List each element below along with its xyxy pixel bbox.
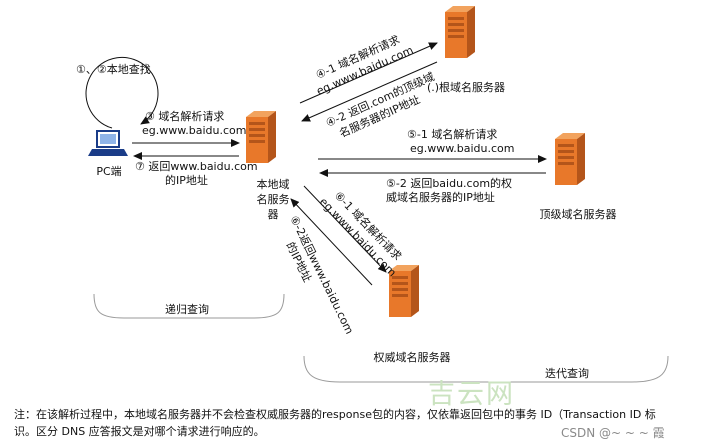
local-dns-server-icon (246, 111, 276, 163)
step-7-label-b: 的IP地址 (165, 173, 208, 187)
footnote: 注：在该解析过程中，本地域名服务器并不会检查权威服务器的response包的内容… (14, 406, 706, 440)
step-4-1-arrow (299, 42, 438, 104)
tld-server-icon (555, 133, 585, 185)
step-5-1-label-b: eg.www.baidu.com (410, 142, 514, 155)
step-1-2-label: ①、②本地查找 (76, 62, 151, 76)
site-watermark: 吉云网 (428, 379, 515, 410)
step-4-2-arrow (301, 61, 438, 122)
step-5-2-label-b: 威域名服务器的IP地址 (386, 190, 495, 204)
recursive-query-label: 递归查询 (165, 302, 209, 316)
step-3-label-a: ③ 域名解析请求 (145, 109, 224, 123)
pc-icon (88, 130, 128, 156)
step-5-1-label-a: ⑤-1 域名解析请求 (407, 127, 497, 141)
step-5-2-label-a: ⑤-2 返回baidu.com的权 (386, 176, 512, 190)
step-6-1-arrow (303, 185, 387, 273)
recursive-query-bracket (93, 293, 285, 319)
step-7-label-a: ⑦ 返回www.baidu.com (135, 160, 258, 173)
auth-server-label: 权威域名服务器 (374, 350, 451, 364)
local-server-label-3: 器 (268, 208, 279, 221)
root-server-icon (445, 6, 475, 58)
step-3-label-b: eg.www.baidu.com (142, 124, 246, 137)
step-6-2-arrow (290, 198, 373, 286)
footnote-line-1: 注：在该解析过程中，本地域名服务器并不会检查权威服务器的response包的内容… (14, 408, 656, 421)
iterative-query-bracket (303, 355, 669, 383)
root-server-label: (.)根域名服务器 (427, 80, 505, 94)
local-server-label-2: 名服务 (257, 192, 290, 206)
iterative-query-label: 迭代查询 (545, 366, 589, 380)
tld-server-label: 顶级域名服务器 (540, 207, 617, 221)
csdn-watermark: CSDN @~ ~ ~ 霞 (561, 426, 665, 440)
footnote-line-2: 识。区分 DNS 应答报文是对哪个请求进行响应的。 (14, 425, 265, 438)
local-server-label-1: 本地域 (257, 177, 290, 191)
pc-label: PC端 (96, 165, 121, 178)
local-lookup-loop-arrow (85, 56, 159, 129)
